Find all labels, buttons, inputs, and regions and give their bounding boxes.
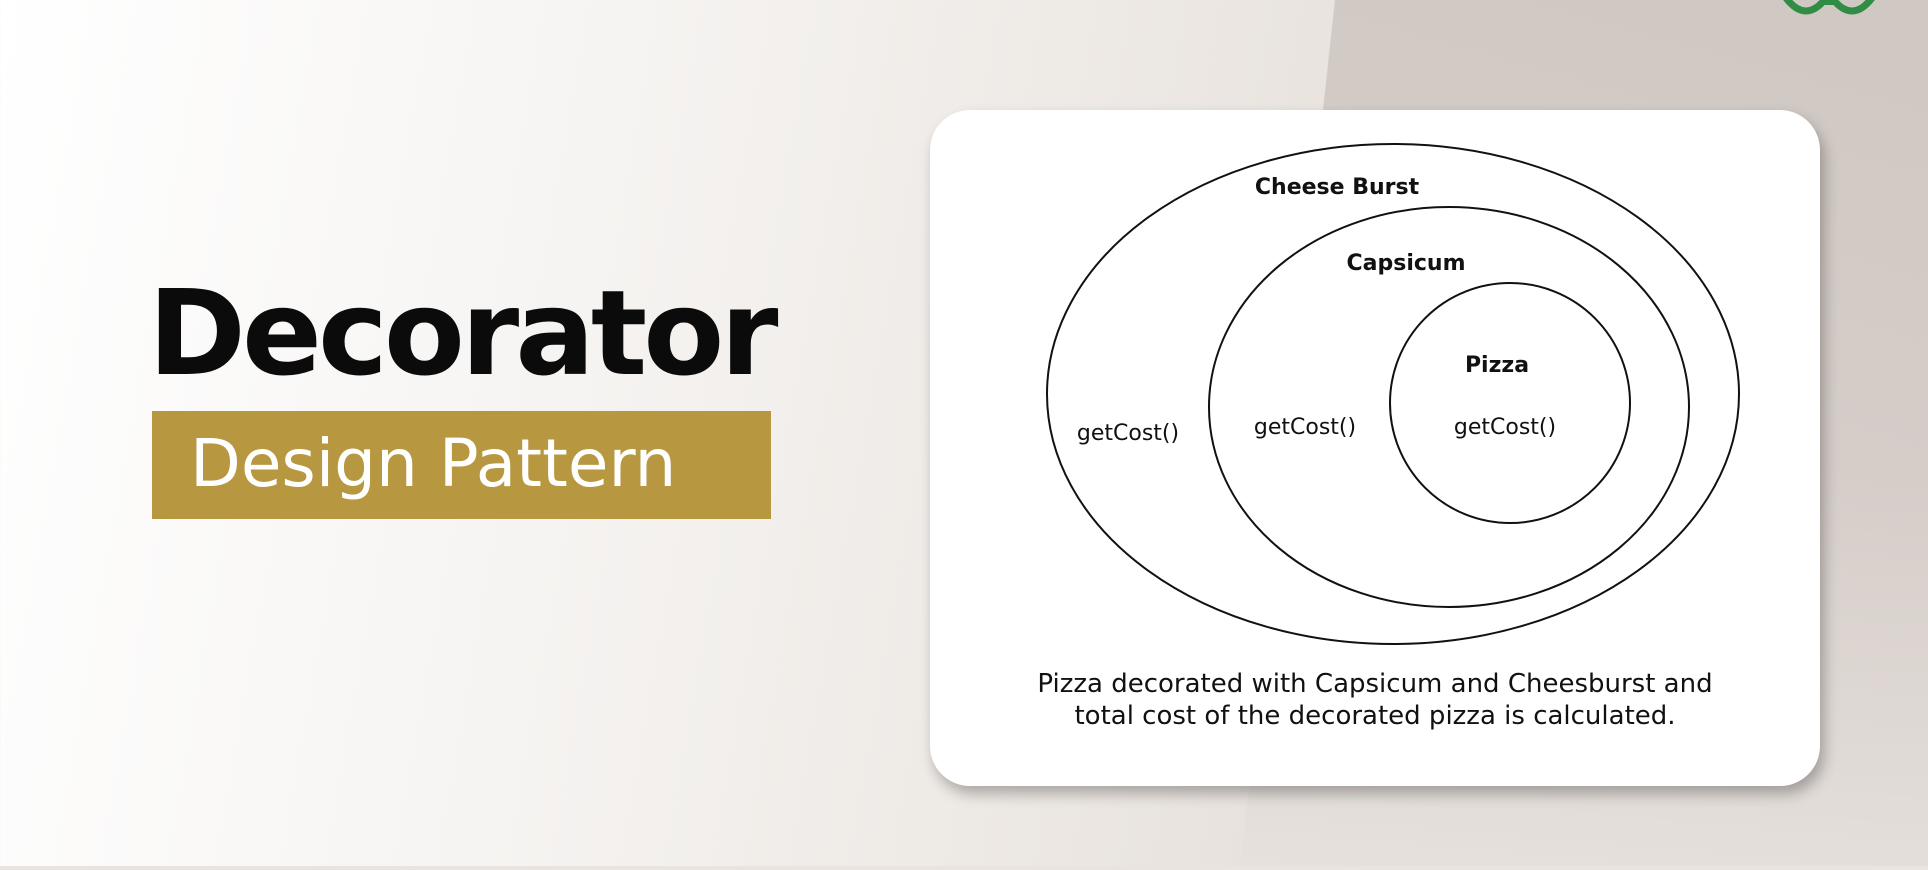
caption-line: Pizza decorated with Capsicum and Cheesb… [1037, 669, 1713, 699]
capsicum-ellipse [1208, 206, 1690, 608]
cheese-burst-label: Cheese Burst [1255, 175, 1420, 200]
diagram-caption: Pizza decorated with Capsicum and Cheesb… [930, 668, 1820, 732]
caption-line: total cost of the decorated pizza is cal… [1074, 701, 1676, 731]
diagram-card: Cheese Burst Capsicum Pizza getCost() ge… [930, 110, 1820, 786]
cheese-burst-method: getCost() [1077, 421, 1179, 446]
capsicum-method: getCost() [1254, 415, 1356, 440]
subtitle-banner: Design Pattern [152, 411, 771, 519]
pizza-circle [1389, 282, 1631, 524]
capsicum-label: Capsicum [1346, 251, 1465, 276]
cheese-burst-ellipse [1046, 143, 1740, 645]
pizza-method: getCost() [1454, 415, 1556, 440]
page-subtitle: Design Pattern [190, 425, 677, 502]
decorator-nesting-diagram: Cheese Burst Capsicum Pizza getCost() ge… [1046, 143, 1740, 645]
bottom-strip [0, 866, 1928, 870]
page-title: Decorator [148, 264, 778, 402]
pizza-label: Pizza [1465, 353, 1529, 378]
geeksforgeeks-logo-icon [1783, 0, 1875, 15]
